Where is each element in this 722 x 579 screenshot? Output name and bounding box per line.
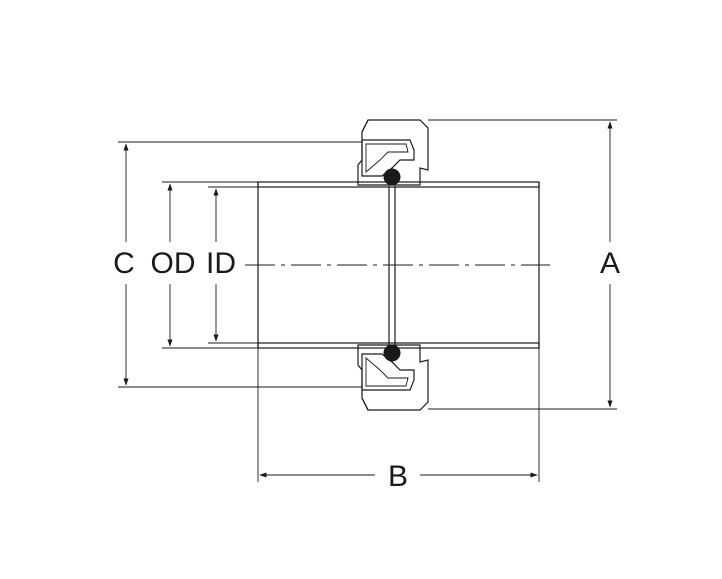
dimension-label-od: OD — [151, 247, 196, 280]
union-nut-bottom — [357, 344, 429, 411]
extension-lines — [118, 119, 617, 482]
dimension-label-b: B — [388, 460, 408, 493]
o-ring-top — [383, 168, 401, 186]
dimension-label-a: A — [600, 247, 620, 280]
union-nut-top — [357, 119, 429, 186]
dimension-lines — [123, 121, 613, 478]
o-ring-bottom — [383, 344, 401, 362]
dimension-label-id: ID — [206, 247, 236, 280]
dimension-label-c: C — [113, 247, 135, 280]
